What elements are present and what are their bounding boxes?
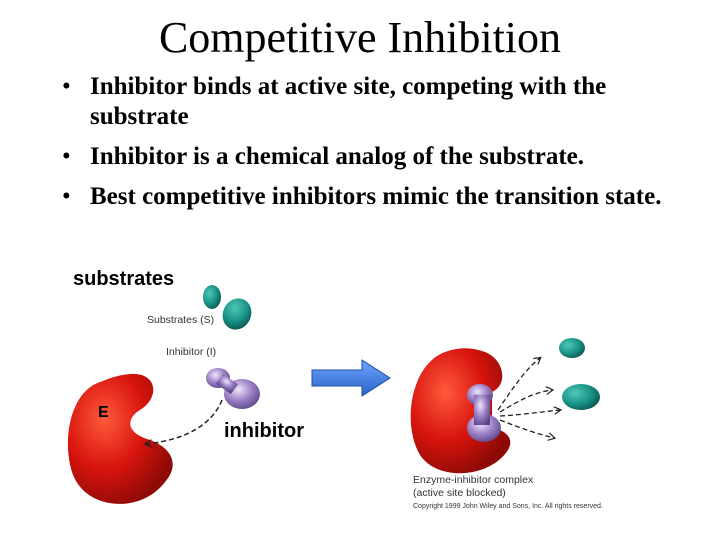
inhibitor-molecule bbox=[206, 368, 260, 409]
substrate-molecule bbox=[203, 285, 221, 309]
substrate-molecule bbox=[222, 298, 252, 330]
substrate-molecule bbox=[559, 338, 585, 358]
bullet-item: • Inhibitor binds at active site, competi… bbox=[58, 72, 688, 132]
complex-label-line2: (active site blocked) bbox=[413, 487, 506, 499]
reaction-arrow bbox=[311, 359, 391, 397]
deflection-arrow bbox=[499, 410, 560, 417]
substrates-s-label: Substrates (S) bbox=[147, 314, 215, 326]
deflection-arrow bbox=[499, 390, 552, 413]
bullet-dot: • bbox=[62, 183, 71, 210]
bullet-item: • Inhibitor is a chemical analog of the s… bbox=[58, 142, 688, 172]
bullet-item: • Best competitive inhibitors mimic the t… bbox=[58, 182, 688, 212]
bullet-dot: • bbox=[62, 143, 71, 170]
bullet-text: Inhibitor is a chemical analog of the su… bbox=[90, 143, 584, 170]
slide-title: Competitive Inhibition bbox=[158, 13, 562, 62]
binding-arrow bbox=[146, 399, 223, 444]
substrate-molecule bbox=[562, 384, 600, 410]
deflection-arrow bbox=[497, 358, 540, 411]
enzyme-shape bbox=[67, 373, 173, 504]
bullet-list: • Inhibitor binds at active site, competi… bbox=[58, 72, 688, 222]
complex-label-line1: Enzyme-inhibitor complex bbox=[413, 474, 534, 486]
enzyme-inhibitor-complex bbox=[410, 348, 511, 474]
bullet-text: Inhibitor binds at active site, competin… bbox=[90, 73, 607, 130]
bullet-text: Best competitive inhibitors mimic the tr… bbox=[90, 183, 662, 210]
inhibitor-label: inhibitor bbox=[224, 420, 304, 442]
copyright-text: Copyright 1999 John Wiley and Sons, Inc.… bbox=[413, 503, 603, 510]
inhibitor-i-label: Inhibitor (I) bbox=[166, 346, 217, 358]
substrates-label: substrates bbox=[73, 268, 175, 290]
enzyme-label: E bbox=[98, 404, 109, 421]
deflection-arrow bbox=[499, 419, 554, 438]
bullet-dot: • bbox=[62, 73, 71, 100]
